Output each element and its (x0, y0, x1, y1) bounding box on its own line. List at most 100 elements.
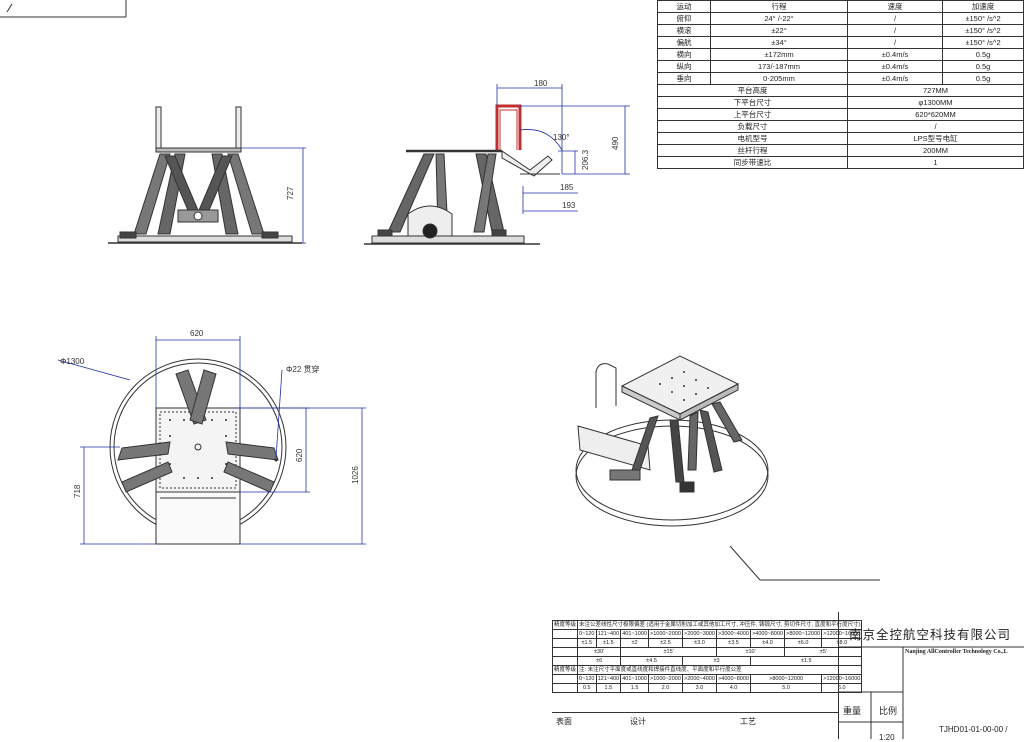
tol-cell: >2000~3000 (681, 629, 718, 639)
top-dim-620: 620 (190, 329, 204, 338)
spec-row: 垂向 0-205mm ±0.4m/s 0.5g (657, 72, 1024, 85)
tol-cell: ±4.5 (620, 656, 683, 666)
tol-cell: 401~1000 (620, 674, 649, 684)
param-row: 上平台尺寸 620*620MM (657, 108, 1024, 121)
tol-cell: ±15' (620, 647, 717, 657)
company-name-en: Nanjing AllController Technology Co.,L (905, 649, 1008, 655)
tol-cell: >8000~12000 (750, 674, 823, 684)
title-block-lines (839, 646, 1024, 739)
spec-row: 横滚 ±22° / ±150° /s^2 (657, 24, 1024, 37)
tol-cell: ±3 (681, 656, 752, 666)
top-dim-718: 718 (73, 484, 82, 498)
tol-cell (551, 629, 579, 639)
side-dim-180: 180 (534, 79, 548, 88)
side-view (364, 104, 560, 245)
param-row: 平台高度 727MM (657, 84, 1024, 97)
param-value: φ1300MM (847, 96, 1024, 109)
param-label: 负载尺寸 (657, 120, 848, 133)
tol-cell: >1000~2000 (647, 674, 683, 684)
tol-cell: >1000~2000 (647, 629, 683, 639)
scale-label: 比例 (879, 706, 898, 716)
param-row: 丝杆行程 200MM (657, 144, 1024, 157)
param-value: 200MM (847, 144, 1024, 157)
tol-cell: 121~400 (595, 629, 622, 639)
isometric-view (575, 355, 880, 581)
tol-cell: 注: 未注尺寸平面度或直线度和焊接件直线度、平面度和平行度公差 (577, 665, 863, 675)
tolerance-table: 精度等级 未注公差线性尺寸极限偏差 (适用于金属切削加工或其他加工尺寸, 冲压件… (551, 620, 863, 693)
tol-cell (551, 638, 579, 648)
spec-cell: 运动 (657, 0, 711, 13)
corner-frame (0, 0, 127, 18)
tol-cell: 4.0 (715, 683, 752, 693)
tol-cell: >2000~4000 (681, 674, 718, 684)
top-dim-620-vertical: 620 (295, 448, 304, 462)
param-row: 同步带速比 1 (657, 156, 1024, 169)
top-dim-1026: 1026 (351, 466, 360, 484)
spec-cell: 0.5g (942, 60, 1024, 73)
spec-cell: ±0.4m/s (847, 48, 943, 61)
spec-cell: ±150° /s^2 (942, 24, 1024, 37)
spec-cell: 173/-187mm (710, 60, 848, 73)
tol-cell: ±4.0 (750, 638, 786, 648)
tol-cell: >3000~4000 (715, 629, 752, 639)
tol-cell: ±3.5 (715, 638, 752, 648)
weight-label: 重量 (843, 706, 862, 716)
tol-cell: ±30' (577, 647, 622, 657)
spec-row: 偏航 ±34° / ±150° /s^2 (657, 36, 1024, 49)
tol-cell (551, 674, 579, 684)
surface-label: 表面 (556, 717, 572, 726)
param-label: 上平台尺寸 (657, 108, 848, 121)
tol-cell: 精度等级 (551, 620, 579, 630)
company-name: 南京全控航空科技有限公司 (849, 627, 1012, 642)
tol-cell: ±6.0 (784, 638, 823, 648)
spec-cell: ±34° (710, 36, 848, 49)
side-dim-185: 185 (560, 183, 574, 192)
spec-cell: ±22° (710, 24, 848, 37)
side-dimensions (496, 84, 630, 214)
param-value: 620*620MM (847, 108, 1024, 121)
front-view (108, 106, 302, 244)
tol-cell: ±1.5 (595, 638, 622, 648)
tol-cell: 3.0 (681, 683, 718, 693)
tol-cell: 2.0 (647, 683, 683, 693)
title-block: 南京全控航空科技有限公司 Nanjing AllController Techn… (838, 612, 1024, 742)
spec-cell: 24° /-22° (710, 12, 848, 25)
tol-cell (551, 647, 579, 657)
tol-row: 精度等级 注: 未注尺寸平面度或直线度和焊接件直线度、平面度和平行度公差 (551, 665, 863, 675)
design-label: 设计 (630, 717, 646, 726)
spec-cell: 速度 (847, 0, 943, 13)
spec-cell: 垂向 (657, 72, 711, 85)
spec-cell: 俯仰 (657, 12, 711, 25)
front-height-label: 727 (286, 186, 295, 200)
tol-cell: >4000~8000 (715, 674, 752, 684)
tol-cell: ±1.5 (577, 638, 597, 648)
tol-cell (551, 683, 579, 693)
top-dimensions (57, 336, 366, 545)
tol-cell: 1.5 (620, 683, 649, 693)
tol-cell: 未注公差线性尺寸极限偏差 (适用于金属切削加工或其他加工尺寸, 冲压件, 铸锻尺… (577, 620, 863, 630)
side-dim-2063: 206.3 (581, 149, 590, 170)
spec-cell: ±172mm (710, 48, 848, 61)
tol-row: 0~120 121~400 401~1000 >1000~2000 >2000~… (551, 629, 863, 639)
side-dim-490: 490 (611, 136, 620, 150)
spec-row: 横向 ±172mm ±0.4m/s 0.5g (657, 48, 1024, 61)
tol-cell: 0~120 (577, 674, 597, 684)
tol-row: ±1.5 ±1.5 ±2 ±2.5 ±3.0 ±3.5 ±4.0 ±6.0 ±8… (551, 638, 863, 648)
spec-cell: / (847, 36, 943, 49)
spec-row: 俯仰 24° /-22° / ±150° /s^2 (657, 12, 1024, 25)
spec-cell: 0.5g (942, 72, 1024, 85)
spec-cell: / (847, 12, 943, 25)
tol-cell: 121~400 (595, 674, 622, 684)
spec-table: 运动 行程 速度 加速度 俯仰 24° /-22° / ±150° /s^2 横… (657, 0, 1024, 169)
tol-cell (551, 656, 579, 666)
tol-cell: >8000~12000 (784, 629, 823, 639)
scale-value: 1:20 (879, 733, 895, 742)
spec-cell: 行程 (710, 0, 848, 13)
spec-cell: 0-205mm (710, 72, 848, 85)
top-dim-hole: Φ22 贯穿 (286, 364, 320, 374)
spec-cell: ±150° /s^2 (942, 12, 1024, 25)
spec-cell: 加速度 (942, 0, 1024, 13)
spec-cell: 横向 (657, 48, 711, 61)
param-value: 727MM (847, 84, 1024, 97)
